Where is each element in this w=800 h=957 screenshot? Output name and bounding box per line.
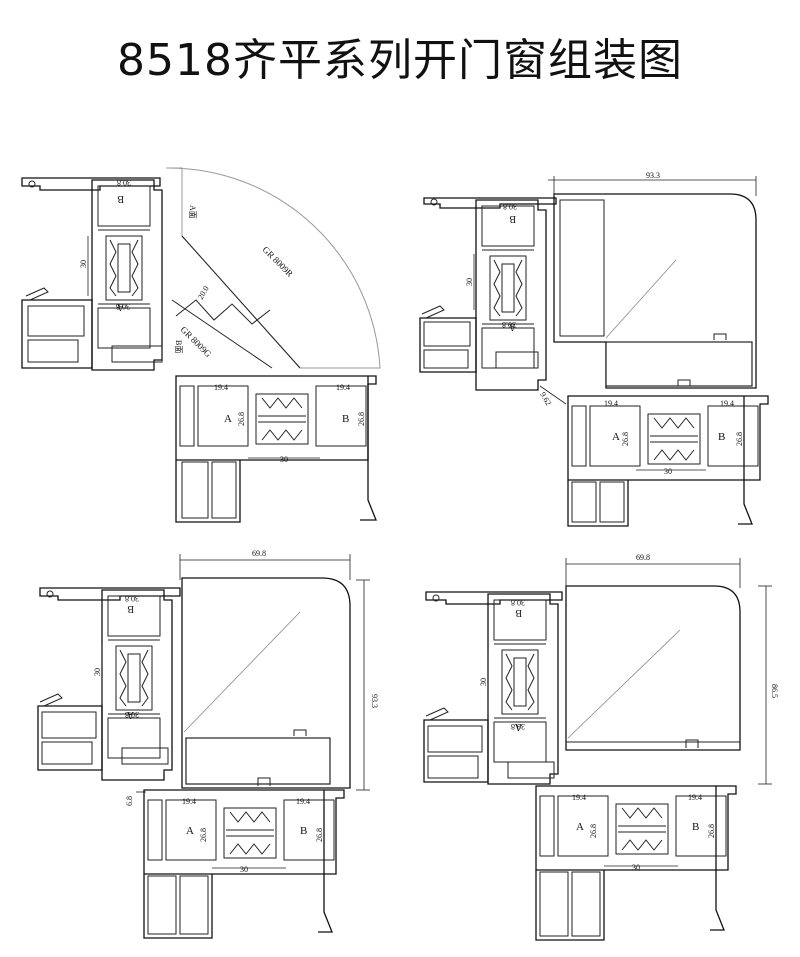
- d2-lower-chamber: A: [508, 321, 516, 332]
- d4-bottom-right-w: 19.4: [688, 793, 702, 802]
- d4-upper-chamber: B: [515, 607, 522, 618]
- d1-bottom-w: 30: [280, 455, 288, 464]
- d3-bottom-left-h: 26.8: [199, 828, 208, 842]
- d3-left-dim: 6.8: [125, 796, 134, 806]
- d3-upper-dim: 30.8: [125, 594, 139, 603]
- d2-bottom-left-chamber: A: [612, 431, 620, 443]
- d1-corner-label-upper: GR 8009R: [261, 244, 295, 278]
- d1-lower-chamber: A: [116, 301, 124, 312]
- d3-bottom-right-w: 19.4: [296, 797, 310, 806]
- d3-upper-chamber: B: [127, 603, 134, 614]
- d2-bottom-left-w: 19.4: [604, 399, 618, 408]
- d4-top-dim: 69.8: [636, 553, 650, 562]
- d2-upper-chamber: B: [509, 213, 516, 224]
- d4-bottom-left-chamber: A: [576, 821, 584, 833]
- d2-bottom-right-w: 19.4: [720, 399, 734, 408]
- d2-bottom-right-chamber: B: [718, 431, 725, 443]
- d4-bottom-left-w: 19.4: [572, 793, 586, 802]
- d4-lower-dim: 30.8: [511, 722, 525, 731]
- d4-lower-chamber: A: [514, 721, 522, 732]
- d3-bottom-w: 30: [240, 865, 248, 874]
- d3-bottom-left-chamber: A: [186, 825, 194, 837]
- d2-bottom-right-h: 26.8: [735, 432, 744, 446]
- d1-width-dim: 30: [79, 260, 88, 268]
- d1-bottom-left-h: 26.8: [237, 412, 246, 426]
- d2-angle-dim: 9.62: [538, 391, 553, 408]
- d1-bottom-left-chamber: A: [224, 413, 232, 425]
- drawing-3: B 30.8 A 30.8 30 69.8 93.3 6.8 A B 19.4 …: [37, 549, 379, 939]
- d1-bottom-right-w: 19.4: [336, 383, 350, 392]
- d1-bottom-right-chamber: B: [342, 413, 349, 425]
- d1-corner-dim: 20.0: [196, 284, 211, 301]
- d1-bottom-left-w: 19.4: [214, 383, 228, 392]
- drawing-2: B 30.8 A 30.8 30 93.3 9.62 A B 19.4 19.4…: [419, 171, 769, 527]
- d2-width-dim: 30: [465, 278, 474, 286]
- d1-lower-dim: 30.8: [116, 302, 130, 311]
- d3-lower-chamber: A: [126, 709, 134, 720]
- drawing-4: B 30.8 A 30.8 30 69.8 86.5 A B 19.4 19.4…: [423, 553, 779, 941]
- d3-bottom-left-w: 19.4: [182, 797, 196, 806]
- d3-bottom-right-chamber: B: [300, 825, 307, 837]
- d1-bottom-right-h: 26.8: [357, 412, 366, 426]
- d1-upper-dim: 30.8: [117, 178, 131, 187]
- page-title: 8518齐平系列开门窗组装图: [117, 35, 683, 86]
- d4-upper-dim: 30.8: [511, 598, 525, 607]
- d4-right-dim: 86.5: [770, 684, 779, 698]
- drawing-1: B 30.8 A 30.8 30 GR 8009R GR 8009G 20.0 …: [21, 167, 381, 523]
- d3-width-dim: 30: [93, 668, 102, 676]
- d4-bottom-right-h: 26.8: [707, 824, 716, 838]
- d3-bottom-right-h: 26.8: [315, 828, 324, 842]
- d1-corner-small-lower: B面: [174, 340, 183, 353]
- d2-bottom-w: 30: [664, 467, 672, 476]
- d1-upper-chamber: B: [117, 193, 124, 204]
- d3-right-dim: 93.3: [370, 694, 379, 708]
- d4-bottom-w: 30: [632, 863, 640, 872]
- d3-top-dim: 69.8: [252, 549, 266, 558]
- d4-width-dim: 30: [479, 678, 488, 686]
- d2-lower-dim: 30.8: [502, 320, 516, 329]
- d3-lower-dim: 30.8: [125, 710, 139, 719]
- d4-bottom-right-chamber: B: [692, 821, 699, 833]
- d4-bottom-left-h: 26.8: [589, 824, 598, 838]
- d1-corner-small-upper: A面: [188, 205, 197, 219]
- d2-upper-dim: 30.8: [503, 202, 517, 211]
- d2-top-dim: 93.3: [646, 171, 660, 180]
- d2-bottom-left-h: 26.8: [621, 432, 630, 446]
